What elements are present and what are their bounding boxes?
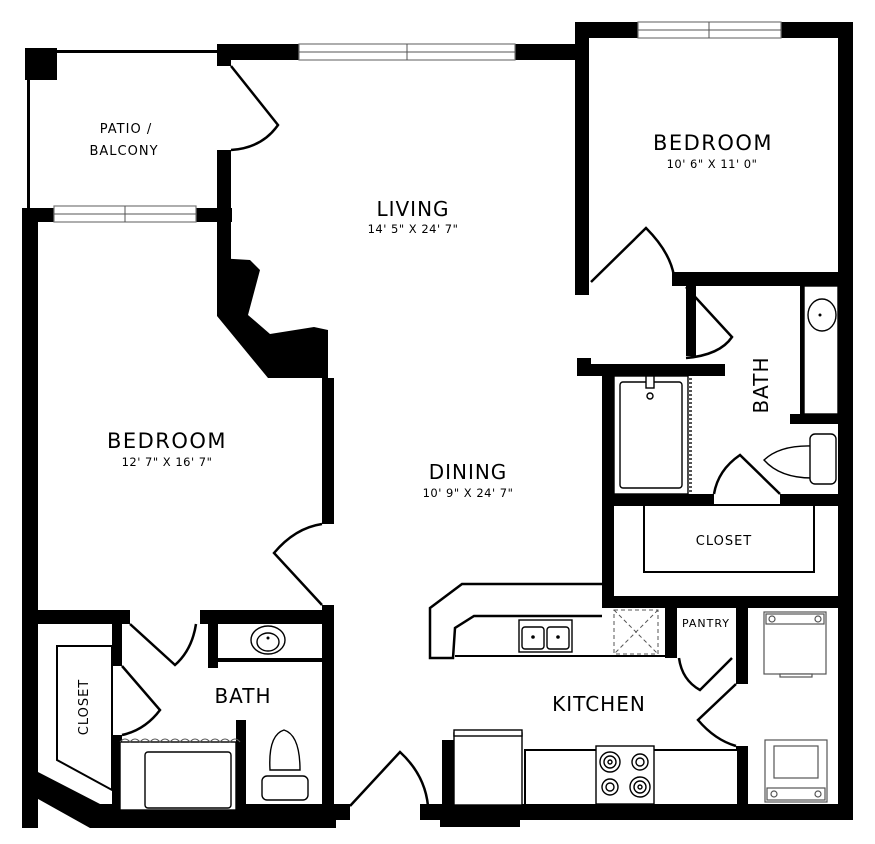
washer	[763, 611, 827, 678]
closet-1-shelf	[56, 645, 113, 792]
fixtures	[56, 285, 839, 811]
door-pantry[interactable]	[677, 657, 733, 692]
door-patio[interactable]	[230, 65, 280, 152]
door-closet-2[interactable]	[712, 453, 781, 495]
dining-dimensions: 10' 9" X 24' 7"	[423, 486, 514, 500]
bath-2-label: BATH	[749, 356, 773, 413]
patio-label-line2: BALCONY	[89, 144, 158, 159]
interior-walls	[22, 258, 852, 810]
door-bedroom-2[interactable]	[590, 226, 676, 283]
bathtub-1	[119, 738, 241, 811]
door-entry[interactable]	[349, 750, 430, 807]
living-dimensions: 14' 5" X 24' 7"	[368, 222, 459, 236]
window-bedroom-2	[637, 21, 782, 39]
bedroom-1-dimensions: 12' 7" X 16' 7"	[122, 455, 213, 469]
room-labels: PATIO / BALCONY LIVING 14' 5" X 24' 7" B…	[77, 122, 773, 735]
kitchen-sink	[518, 619, 573, 653]
door-bath-1[interactable]	[129, 623, 198, 667]
bath-1-label: BATH	[214, 684, 271, 708]
living-label: LIVING	[376, 197, 449, 221]
dining-label: DINING	[429, 460, 508, 484]
closet-2-label: CLOSET	[696, 534, 753, 549]
bathtub-2	[613, 375, 692, 495]
toilet-bath-1	[261, 729, 309, 801]
door-laundry[interactable]	[696, 683, 737, 748]
closet-1-label: CLOSET	[77, 679, 92, 736]
bedroom-2-dimensions: 10' 6" X 11' 0"	[667, 157, 758, 171]
windows	[53, 21, 782, 223]
refrigerator	[453, 729, 523, 806]
bedroom-1-label: BEDROOM	[107, 429, 227, 453]
window-bedroom-1	[53, 205, 197, 223]
kitchen-label: KITCHEN	[552, 692, 646, 716]
door-bath-2[interactable]	[685, 286, 734, 360]
sink-bath-2	[803, 285, 839, 415]
dryer	[764, 739, 828, 803]
toilet-bath-2	[763, 433, 837, 485]
bedroom-2-label: BEDROOM	[653, 131, 773, 155]
window-living	[298, 43, 516, 61]
stove-range	[595, 745, 655, 805]
door-bedroom-1[interactable]	[272, 522, 323, 606]
patio-label-line1: PATIO /	[100, 122, 152, 137]
closet-2-shelf	[643, 504, 815, 573]
kitchen-peninsula	[428, 582, 602, 660]
exterior-walls	[22, 22, 853, 828]
door-closet-1[interactable]	[121, 665, 162, 737]
pantry-label: PANTRY	[682, 617, 730, 630]
sink-bath-1	[250, 625, 286, 655]
dishwasher	[613, 609, 659, 655]
doors	[121, 65, 781, 807]
